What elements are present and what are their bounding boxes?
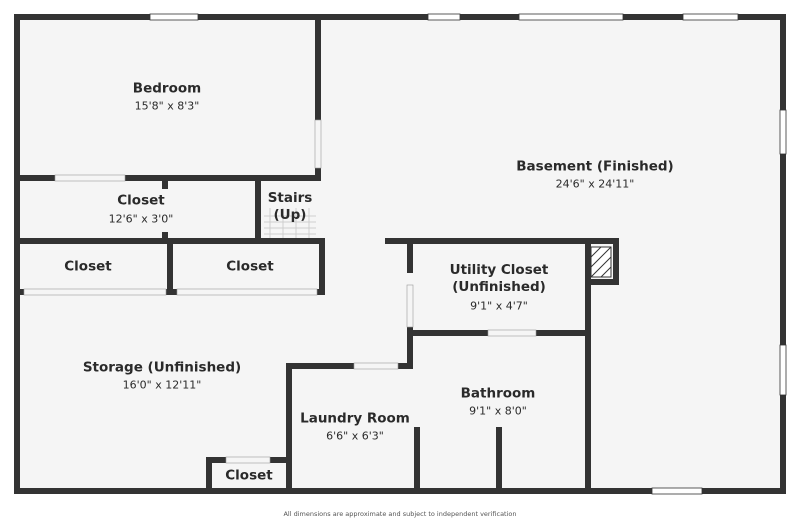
floor-area bbox=[18, 18, 784, 492]
room-storage-dim: 16'0" x 12'11" bbox=[122, 378, 202, 392]
room-closet-small-name: Closet bbox=[225, 467, 273, 484]
room-closet-upper-dim: 12'6" x 3'0" bbox=[108, 212, 174, 226]
windows bbox=[149, 13, 787, 495]
disclaimer-footer: All dimensions are approximate and subje… bbox=[283, 510, 517, 518]
room-utility-name: Utility Closet (Unfinished) bbox=[449, 262, 549, 295]
room-stairs-name: Stairs (Up) bbox=[267, 190, 313, 223]
room-basement-dim: 24'6" x 24'11" bbox=[555, 177, 635, 191]
room-closet-upper-name: Closet bbox=[117, 192, 165, 209]
room-laundry-name: Laundry Room bbox=[300, 410, 410, 427]
room-laundry-dim: 6'6" x 6'3" bbox=[326, 429, 384, 443]
room-basement-name: Basement (Finished) bbox=[516, 158, 674, 175]
door-openings bbox=[23, 119, 537, 464]
stairs-treads bbox=[264, 208, 316, 238]
room-closet-left-name: Closet bbox=[64, 258, 112, 275]
room-bathroom-dim: 9'1" x 8'0" bbox=[469, 404, 527, 418]
room-bedroom-name: Bedroom bbox=[132, 80, 202, 97]
chimney-hatch bbox=[590, 246, 612, 278]
room-bathroom-name: Bathroom bbox=[460, 385, 536, 402]
room-storage-name: Storage (Unfinished) bbox=[82, 359, 242, 376]
room-bedroom-dim: 15'8" x 8'3" bbox=[134, 99, 200, 113]
room-utility-dim: 9'1" x 4'7" bbox=[470, 299, 528, 313]
room-closet-mid-name: Closet bbox=[226, 258, 274, 275]
